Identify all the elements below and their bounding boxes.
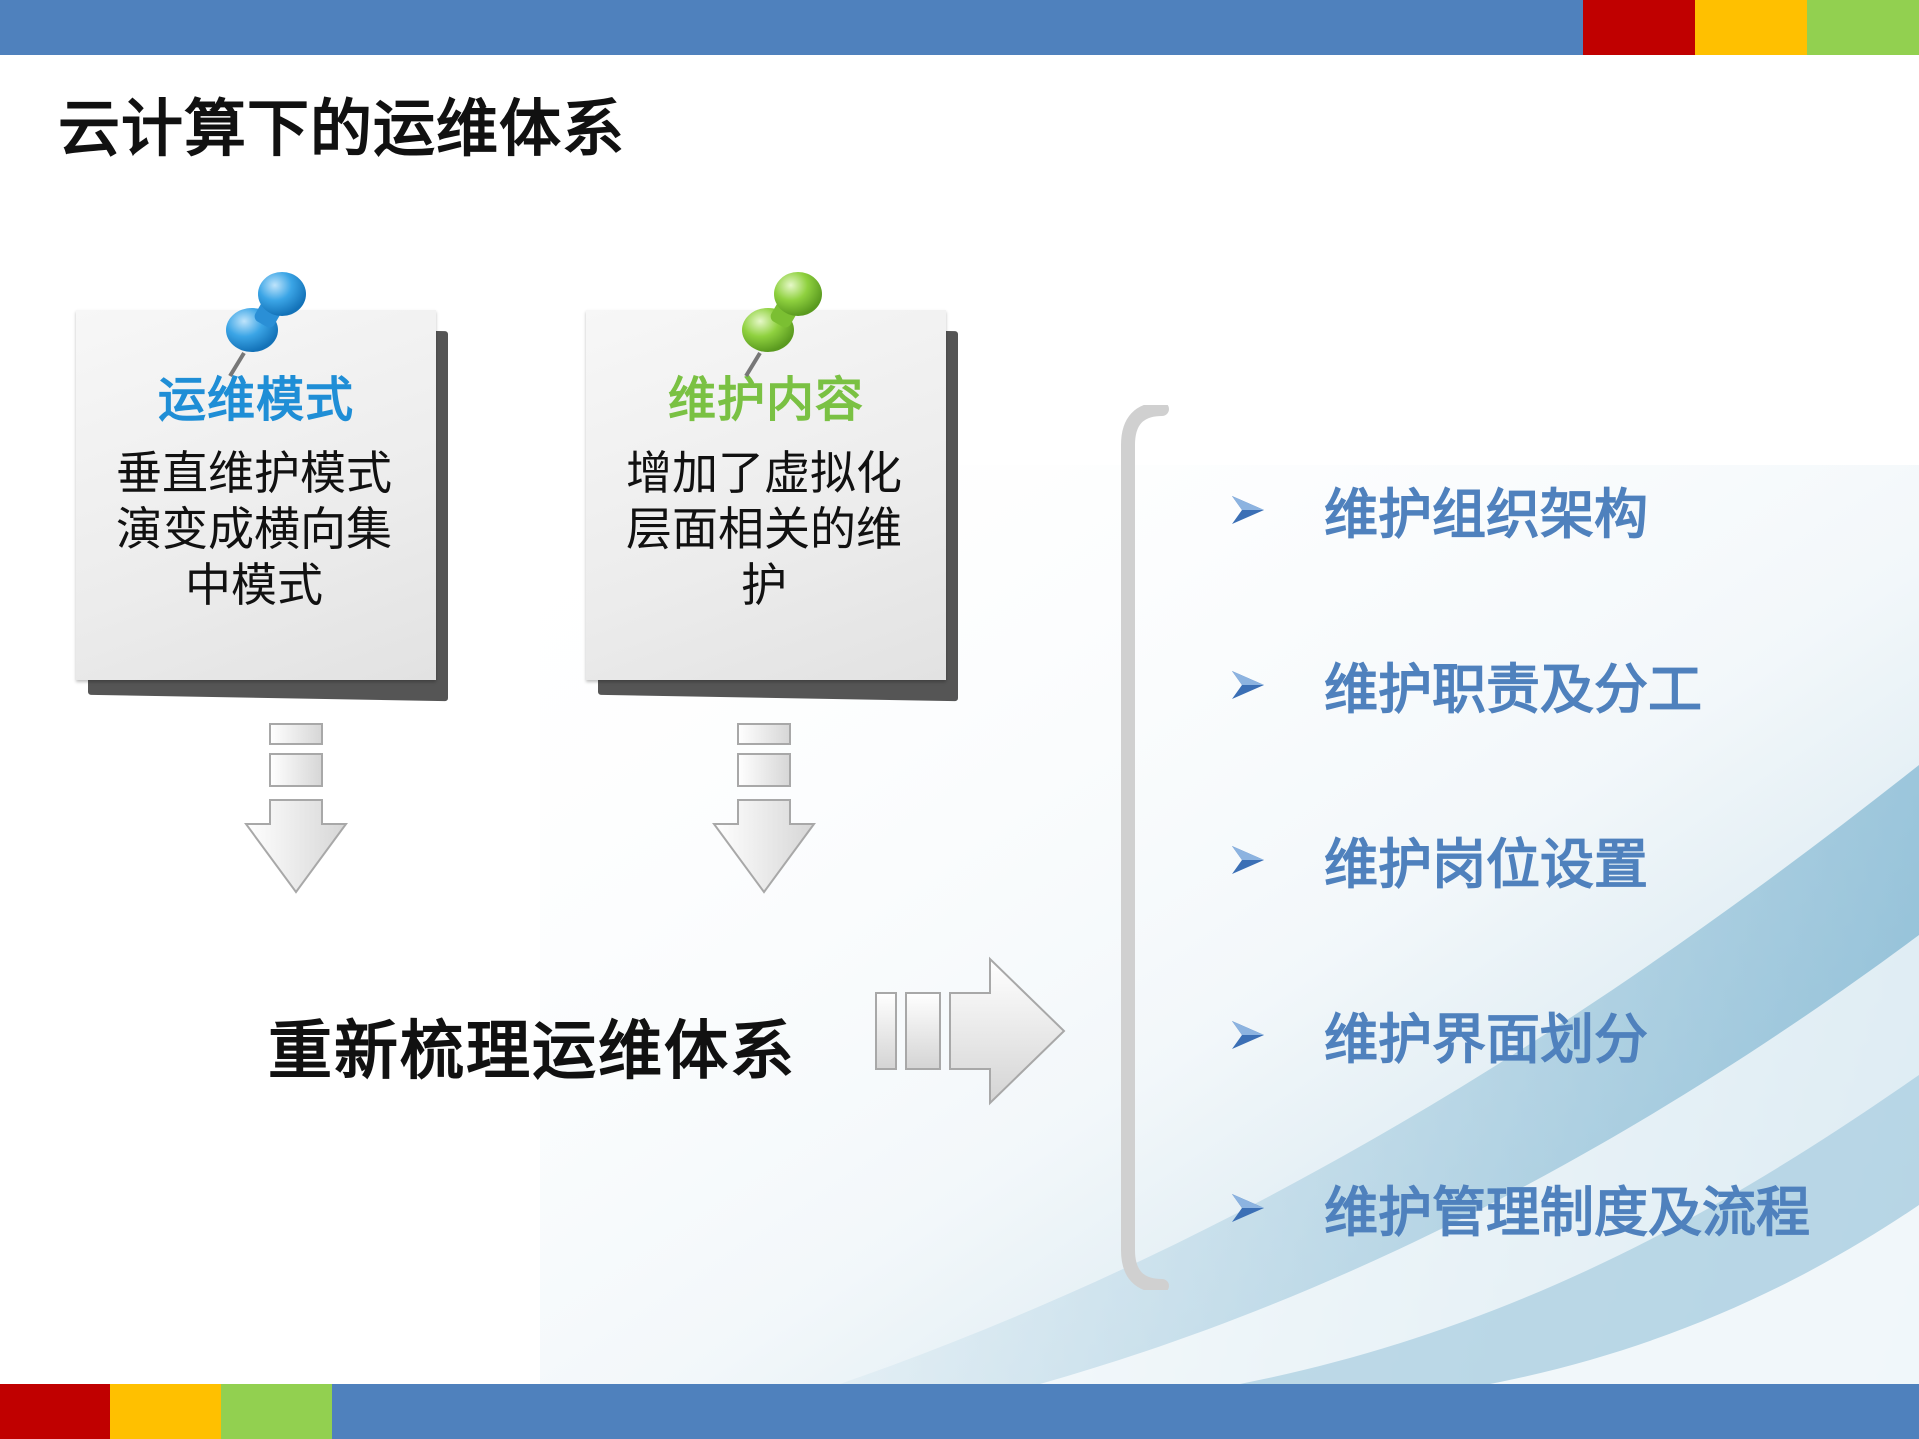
list-item: 维护界面划分 <box>1228 995 1648 1074</box>
top-bar-yellow-segment <box>1695 0 1807 55</box>
left-bracket-shape <box>1121 405 1169 1290</box>
sticky-note-ops-mode: 运维模式 垂直维护模式演变成横向集中模式 <box>76 310 448 702</box>
top-color-bar <box>0 0 1919 55</box>
arrow-bullet-icon <box>1232 1193 1264 1222</box>
note-paper <box>76 310 436 680</box>
list-item: 维护职责及分工 <box>1228 645 1702 724</box>
note-title: 运维模式 <box>157 372 354 428</box>
arrow-bullet-icon <box>1232 495 1264 524</box>
bottom-bar-yellow-segment <box>110 1384 221 1439</box>
green-pushpin-icon <box>742 272 822 378</box>
bottom-bar-red-segment <box>0 1384 110 1439</box>
list-item-label: 维护管理制度及流程 <box>1324 1181 1810 1244</box>
list-item-label: 维护界面划分 <box>1324 1008 1648 1071</box>
list-item: 维护岗位设置 <box>1228 820 1648 899</box>
arrow-bullet-icon <box>1232 670 1264 699</box>
arrow-bullet-icon <box>1232 1020 1264 1049</box>
note-body: 增加了虚拟化层面相关的维护 <box>626 446 902 612</box>
note-paper <box>586 310 946 680</box>
blue-pushpin-icon <box>226 272 306 378</box>
list-item: 维护组织架构 <box>1228 470 1648 549</box>
list-item-label: 维护职责及分工 <box>1324 658 1702 721</box>
slide-title: 云计算下的运维体系 <box>58 92 626 165</box>
down-arrow-icon <box>712 723 816 894</box>
down-arrow-icon <box>244 723 348 894</box>
list-item-label: 维护组织架构 <box>1324 483 1648 546</box>
note-title: 维护内容 <box>667 372 864 428</box>
top-bar-red-segment <box>1583 0 1695 55</box>
bottom-bar-green-segment <box>221 1384 332 1439</box>
list-item-label: 维护岗位设置 <box>1324 833 1648 896</box>
bottom-color-bar <box>0 1384 1919 1439</box>
note-body: 垂直维护模式演变成横向集中模式 <box>116 446 392 612</box>
list-item: 维护管理制度及流程 <box>1228 1168 1810 1247</box>
arrow-bullet-icon <box>1232 845 1264 874</box>
sticky-note-maintenance-content: 维护内容 增加了虚拟化层面相关的维护 <box>586 310 958 702</box>
top-bar-green-segment <box>1807 0 1919 55</box>
conclusion-text: 重新梳理运维体系 <box>268 1015 796 1089</box>
right-arrow-icon <box>875 956 1066 1106</box>
